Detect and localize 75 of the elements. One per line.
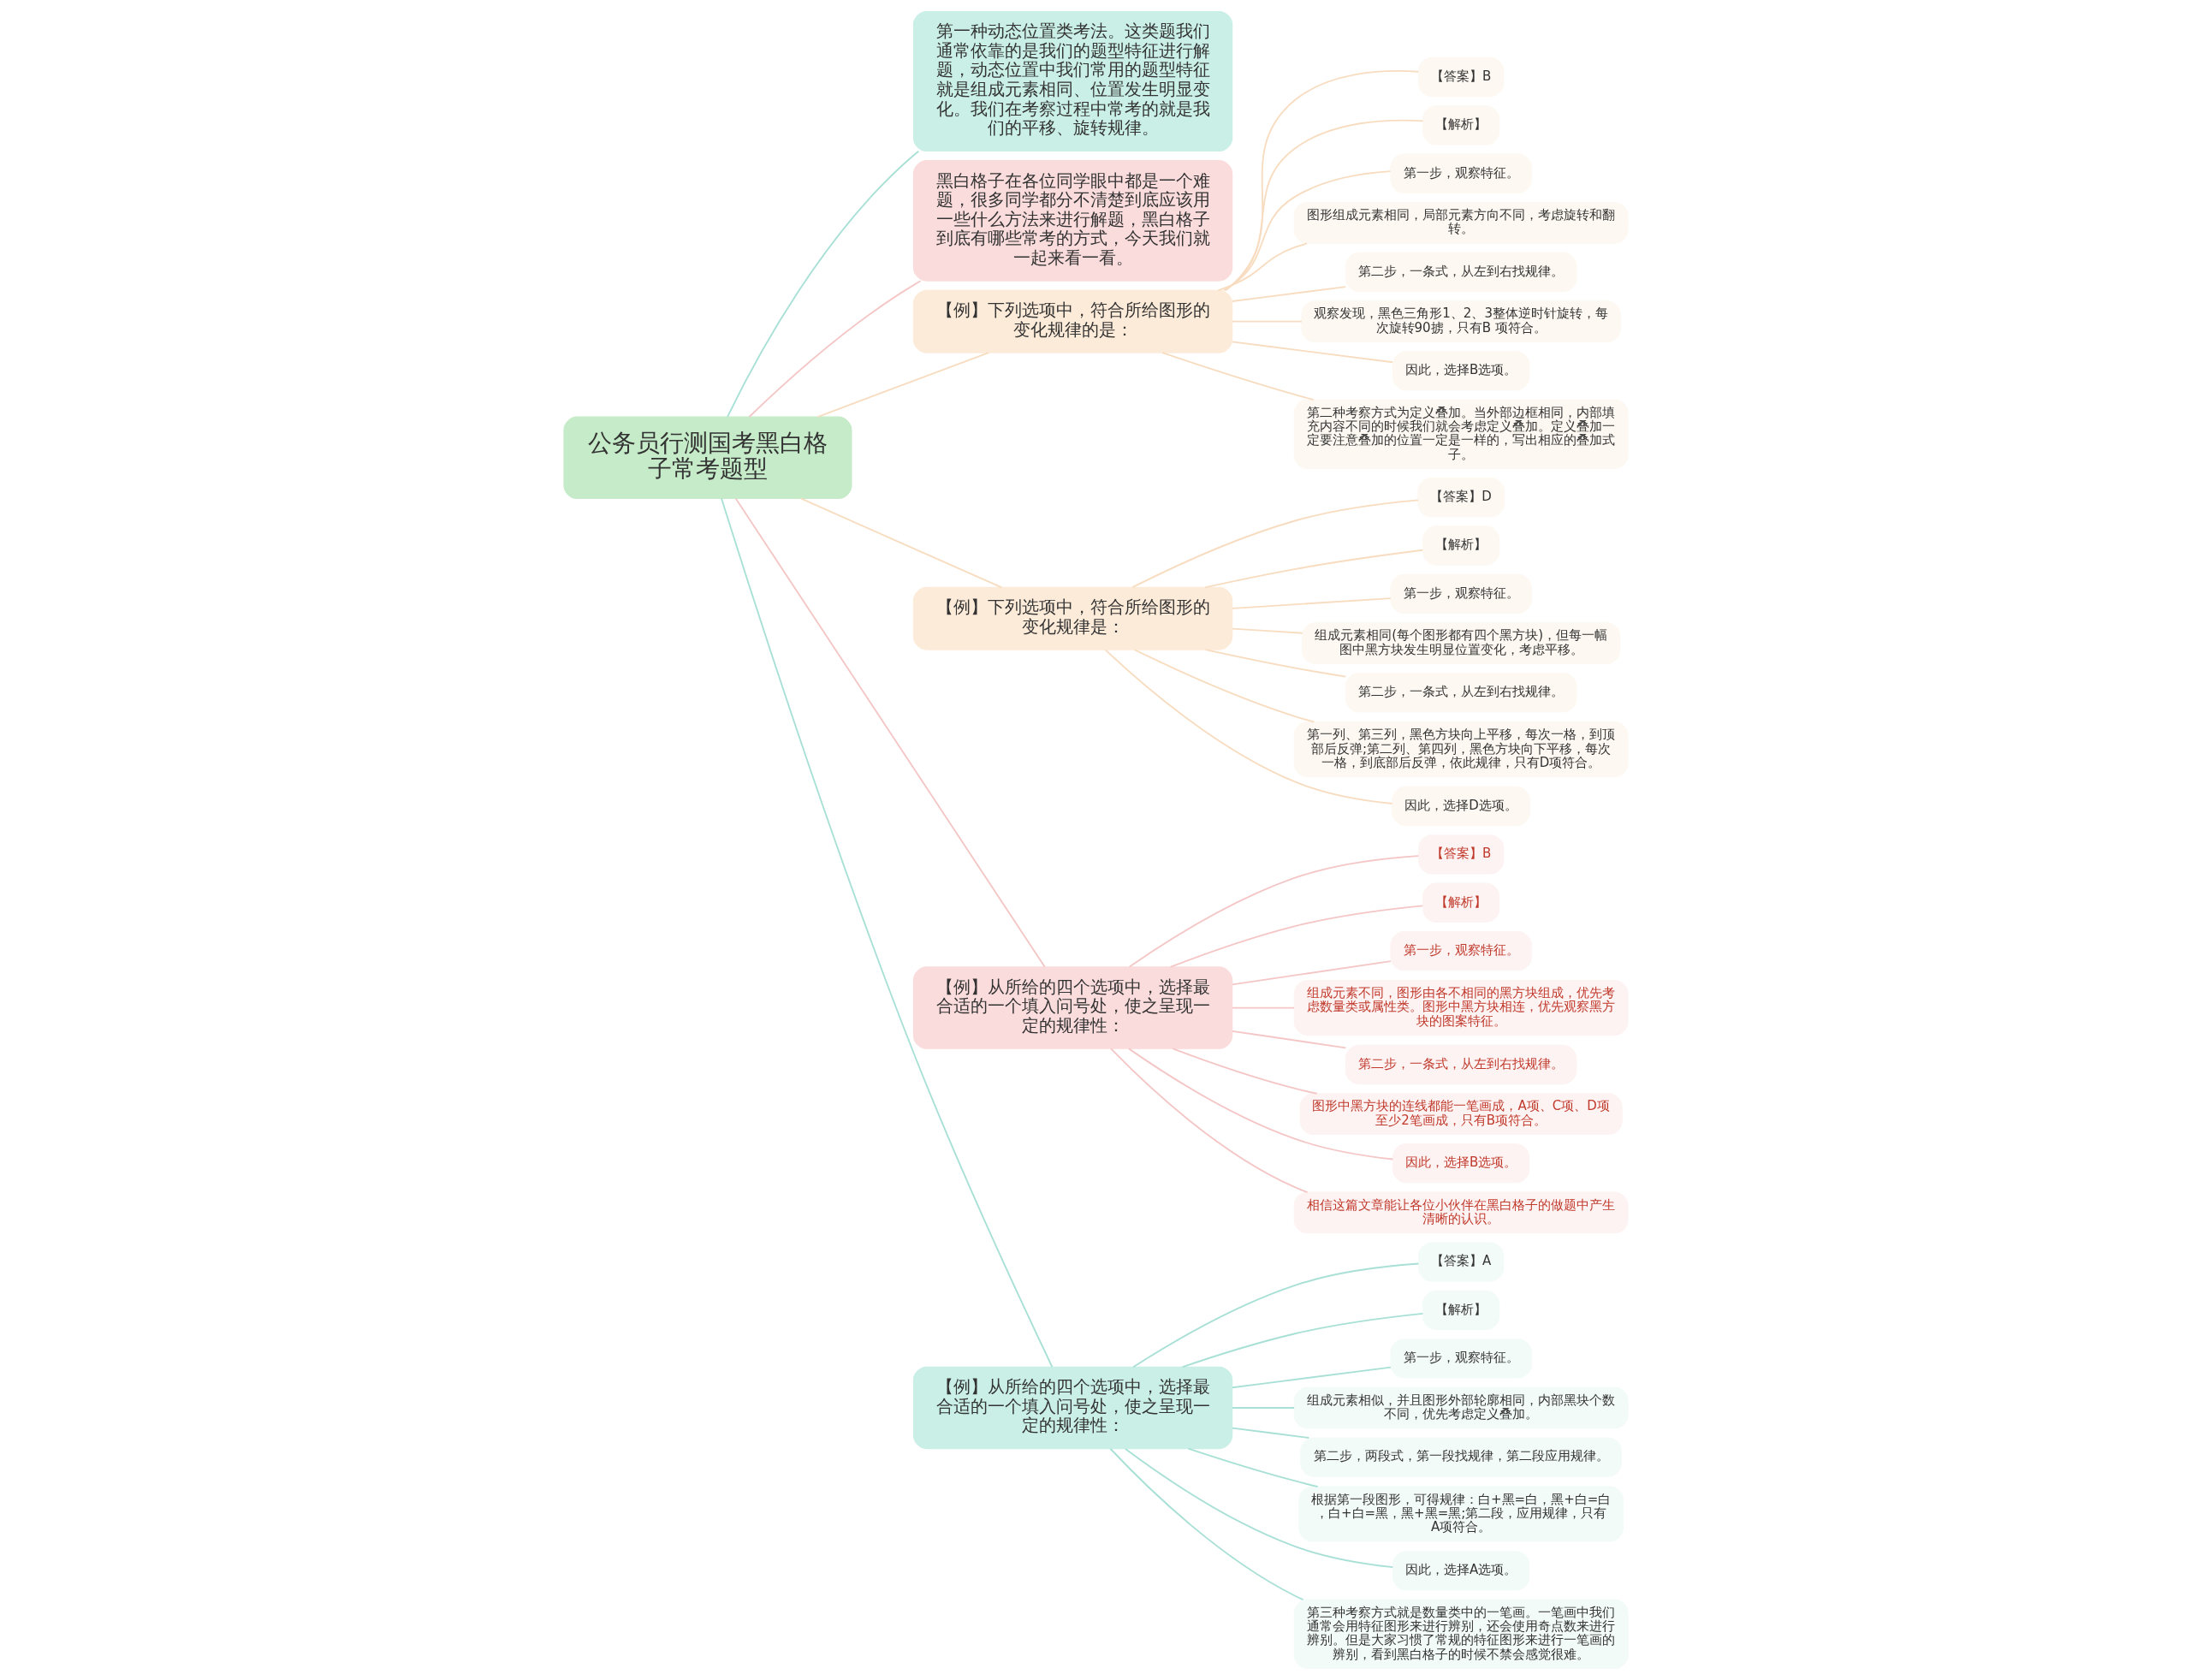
node-box: 第二步，一条式，从左到右找规律。 <box>1345 252 1576 293</box>
node-box: 【解析】 <box>1422 105 1499 145</box>
connector <box>1187 1447 1319 1487</box>
node-box: 组成元素相同(每个图形都有四个黑方块)，但每一幅图中黑方块发生明显位置变化，考虑平移。 <box>1301 622 1620 664</box>
connector <box>720 497 1053 1368</box>
connector <box>1216 242 1308 292</box>
connector <box>1109 1048 1309 1193</box>
node-box: 第二步，一条式，从左到右找规律。 <box>1345 673 1576 713</box>
node-box: 第一步，观察特征。 <box>1389 931 1532 971</box>
connector <box>1231 1407 1295 1409</box>
connector <box>1181 1312 1423 1368</box>
connector <box>816 352 989 418</box>
node-box: 图形组成元素相同，局部元素方向不同，考虑旋转和翻转。 <box>1293 201 1629 244</box>
node-box: 第一步，观察特征。 <box>1389 573 1532 614</box>
node-box: 相信这篇文章能让各位小伙伴在黑白格子的做题中产生清晰的认识。 <box>1293 1191 1629 1234</box>
node-box: 因此，选择B选项。 <box>1392 351 1529 391</box>
connector <box>1124 1447 1393 1569</box>
node-box: 【答案】B <box>1417 56 1504 98</box>
connector <box>1231 627 1303 634</box>
node-box: 【答案】A <box>1417 1242 1504 1282</box>
node-box: 【例】从所给的四个选项中，选择最合适的一个填入问号处，使之呈现一定的规律性： <box>912 1366 1232 1450</box>
node-box: 第一步，观察特征。 <box>1389 1339 1532 1379</box>
node-box: 【解析】 <box>1422 882 1499 923</box>
node-box: 黑白格子在各位同学眼中都是一个难题，很多同学都分不清楚到底应该用一些什么方法来进行解题，黑白格子到底有哪些常考的方式，今天我们就一起来看一看。 <box>912 160 1232 282</box>
connector <box>1231 1427 1309 1439</box>
node-box: 因此，选择D选项。 <box>1391 786 1530 827</box>
connector <box>1108 1447 1304 1601</box>
node-box: 第一列、第三列，黑色方块向上平移，每次一格，到顶部后反弹;第二列、第四列，黑色方块向下平移，每次一格，到底部后反弹，依此规律，只有D项符合。 <box>1293 721 1629 778</box>
connector <box>1169 905 1423 968</box>
connector <box>1133 649 1315 723</box>
connector <box>1222 170 1392 292</box>
connector <box>1231 286 1346 302</box>
node-box: 组成元素相似，并且图形外部轮廓相同，内部黑块个数不同，优先考虑定义叠加。 <box>1293 1386 1629 1429</box>
connector <box>1231 960 1392 986</box>
node-box: 【例】下列选项中，符合所给图形的变化规律的是： <box>912 289 1232 353</box>
connector <box>1231 1366 1392 1389</box>
connector <box>1231 320 1303 323</box>
node-box: 根据第一段图形，可得规律：白+黑=白，黑+白=白，白+白=黑，黑+黑=黑;第二段，应用规律，只有A项符合。 <box>1297 1486 1624 1542</box>
connector <box>1223 119 1424 292</box>
node-box: 【答案】B <box>1417 834 1504 875</box>
connector <box>1231 1006 1295 1009</box>
connector <box>799 497 1002 589</box>
connector <box>1104 649 1393 804</box>
node-box: 【解析】 <box>1422 1290 1499 1331</box>
connector <box>1231 341 1393 364</box>
connector <box>1131 499 1419 589</box>
connector <box>1231 1030 1346 1049</box>
connector <box>1231 597 1392 609</box>
connector <box>1203 549 1423 589</box>
connector <box>1131 1262 1419 1368</box>
node-box: 第一步，观察特征。 <box>1389 153 1532 193</box>
node-box: 第三种考察方式就是数量类中的一笔画。一笔画中我们通常会用特征图形来进行辨别，还会使用奇点数来进行辨别。但是大家习惯了常规的特征图形来进行一笔画的辨别，看到黑白格子的时候不禁会感觉很难。 <box>1293 1599 1629 1670</box>
node-box: 【解析】 <box>1422 525 1499 566</box>
node-box: 第一种动态位置类考法。这类题我们通常依靠的是我们的题型特征进行解题，动态位置中我们常用的题型特征就是组成元素相同、位置发生明显变化。我们在考察过程中常考的就是我们的平移、旋转规律。 <box>912 10 1232 152</box>
node-box: 因此，选择B选项。 <box>1392 1143 1529 1184</box>
connector <box>1172 1048 1318 1095</box>
connector <box>726 150 919 418</box>
connector <box>1127 1048 1393 1161</box>
node-box: 因此，选择A选项。 <box>1392 1551 1529 1591</box>
node-box: 组成元素不同，图形由各不相同的黑方块组成，优先考虑数量类或属性类。图形中黑方块相连，优先观察黑方块的图案特征。 <box>1293 980 1629 1036</box>
node-box: 【答案】D <box>1416 478 1505 518</box>
node-box: 第二步，一条式，从左到右找规律。 <box>1345 1044 1576 1085</box>
connector <box>1161 352 1315 401</box>
node-box: 第二步，两段式，第一段找规律，第二段应用规律。 <box>1299 1437 1622 1477</box>
connector <box>748 280 922 418</box>
node-box: 第二种考察方式为定义叠加。当外部边框相同，内部填充内容不同的时候我们就会考虑定义叠加。定义叠加一定要注意叠加的位置一定是一样的，写出相应的叠加式子。 <box>1293 399 1629 469</box>
node-box: 图形中黑方块的连线都能一笔画成，A项、C项、D项至少2笔画成，只有B项符合。 <box>1299 1093 1623 1136</box>
node-box: 公务员行测国考黑白格子常考题型 <box>562 416 852 500</box>
node-box: 观察发现，黑色三角形1、2、3整体逆时针旋转，每次旋转90掳，只有B 项符合。 <box>1300 300 1621 343</box>
node-box: 【例】下列选项中，符合所给图形的变化规律是： <box>912 586 1232 650</box>
connector <box>1204 649 1346 678</box>
node-box: 【例】从所给的四个选项中，选择最合适的一个填入问号处，使之呈现一定的规律性： <box>912 966 1232 1049</box>
connector <box>1225 70 1419 292</box>
connector <box>734 497 1046 968</box>
connector <box>1128 855 1419 968</box>
